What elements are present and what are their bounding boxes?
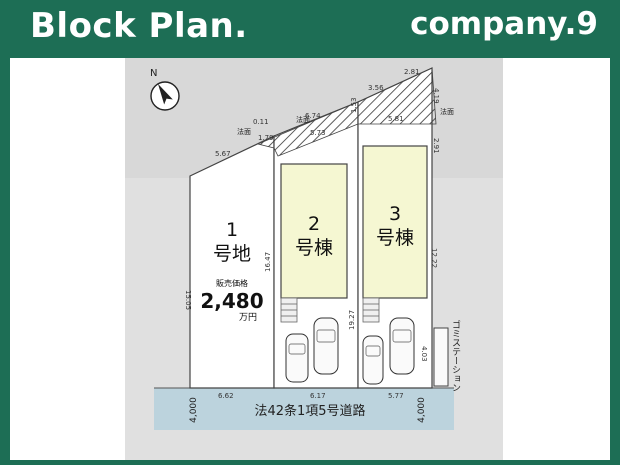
compass-north-label: N xyxy=(150,68,157,79)
setback-hatch-2 xyxy=(357,67,437,125)
stairs-2 xyxy=(280,297,298,323)
dim-top-left: 5.67 xyxy=(215,150,231,158)
dim-right-side: 12.22 xyxy=(430,248,438,268)
road-width-right: 4,000 xyxy=(417,397,427,423)
page-title: Block Plan. xyxy=(30,6,248,46)
dim-right-low: 4.03 xyxy=(420,346,428,362)
dim-top-a: 6.74 xyxy=(305,112,321,120)
setback-hatch-1 xyxy=(256,101,359,157)
road-area xyxy=(154,388,454,430)
car-icon xyxy=(313,317,339,375)
dim-right-mid: 2.91 xyxy=(432,138,440,154)
house-2-footprint xyxy=(280,163,348,299)
dim-top-e: 5.81 xyxy=(388,115,404,123)
lot-3-label: 号棟 xyxy=(376,227,414,249)
dim-top-c: 3.56 xyxy=(368,84,384,92)
car-icon xyxy=(285,333,309,383)
lot-1-label: 号地 xyxy=(213,243,251,265)
dim-mid-left: 16.47 xyxy=(264,252,272,272)
dim-top-d: 2.81 xyxy=(404,68,420,76)
compass: N xyxy=(150,68,180,111)
dim-top-f: 1.53 xyxy=(350,97,358,113)
dim-bottom-1: 6.62 xyxy=(218,392,234,400)
lot-1-price-label: 販売価格 xyxy=(216,278,248,288)
site-plan-drawing: ゴミステーション N 1 号地 販売価格 2,480 万円 2 号棟 3 号棟 … xyxy=(125,58,503,460)
garbage-station-label: ゴミステーション xyxy=(450,319,460,392)
lot-2-number: 2 xyxy=(308,213,320,235)
plan-panel: ゴミステーション N 1 号地 販売価格 2,480 万円 2 号棟 3 号棟 … xyxy=(10,58,610,460)
road-label: 法42条1項5号道路 xyxy=(254,403,365,419)
lot-1-price-unit: 万円 xyxy=(239,312,257,323)
dim-bottom-2: 6.17 xyxy=(310,392,326,400)
dim-bottom-3: 5.77 xyxy=(388,392,404,400)
header-bar: Block Plan. company.9 xyxy=(0,0,620,56)
house-3-footprint xyxy=(362,145,428,299)
car-icon xyxy=(389,317,415,375)
setback-label: 法面 xyxy=(296,115,310,124)
lot-1-number: 1 xyxy=(226,219,238,241)
dim-right-top: 4.19 xyxy=(432,88,440,104)
dim-top-b: 5.73 xyxy=(310,129,326,137)
dim-small-b: 1.79 xyxy=(258,134,274,142)
road-width-left: 4,000 xyxy=(189,397,199,423)
lot-3-number: 3 xyxy=(389,203,401,225)
dim-left-side: 15.05 xyxy=(184,290,192,310)
dim-small-a: 0.11 xyxy=(253,118,269,126)
lot-1-price: 2,480 xyxy=(200,289,263,313)
stairs-3 xyxy=(362,297,380,323)
setback-label: 法面 xyxy=(440,107,454,116)
garbage-station-box xyxy=(433,327,449,387)
lot-2-label: 号棟 xyxy=(295,237,333,259)
dim-mid-right: 19.27 xyxy=(348,310,356,330)
company-name: company.9 xyxy=(410,6,598,42)
setback-label: 法面 xyxy=(237,127,251,136)
car-icon xyxy=(362,335,384,385)
